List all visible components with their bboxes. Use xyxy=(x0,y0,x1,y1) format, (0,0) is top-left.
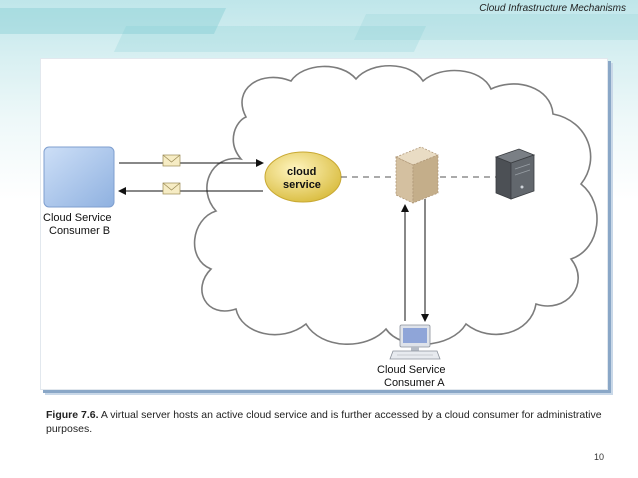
page-number: 10 xyxy=(593,452,604,462)
consumer-a-label-line1: Cloud Service xyxy=(377,364,445,376)
cloud-service-label-line2: service xyxy=(283,179,321,191)
consumer-b-label-line1: Cloud Service xyxy=(43,212,111,224)
caption-text: A virtual server hosts an active cloud s… xyxy=(46,409,602,435)
consumer-b-box xyxy=(43,146,115,208)
workstation-icon xyxy=(389,324,441,360)
consumer-a-label-line2: Consumer A xyxy=(384,377,445,389)
message-envelope-icon xyxy=(162,154,181,167)
cloud-service-label-line1: cloud xyxy=(287,166,316,178)
figure-frame: Cloud Service Consumer B cloud service xyxy=(40,58,608,390)
figure-caption: Figure 7.6. A virtual server hosts an ac… xyxy=(46,408,606,436)
cloud-shape xyxy=(193,64,598,346)
virtual-server-icon xyxy=(394,146,440,204)
slide-title: Cloud Infrastructure Mechanisms xyxy=(479,3,626,14)
message-envelope-icon xyxy=(162,182,181,195)
physical-server-icon xyxy=(494,148,536,200)
caption-figure-number: Figure 7.6. xyxy=(46,409,99,421)
diagram-canvas: Cloud Service Consumer B cloud service xyxy=(43,64,598,389)
consumer-b-label-line2: Consumer B xyxy=(49,225,110,237)
